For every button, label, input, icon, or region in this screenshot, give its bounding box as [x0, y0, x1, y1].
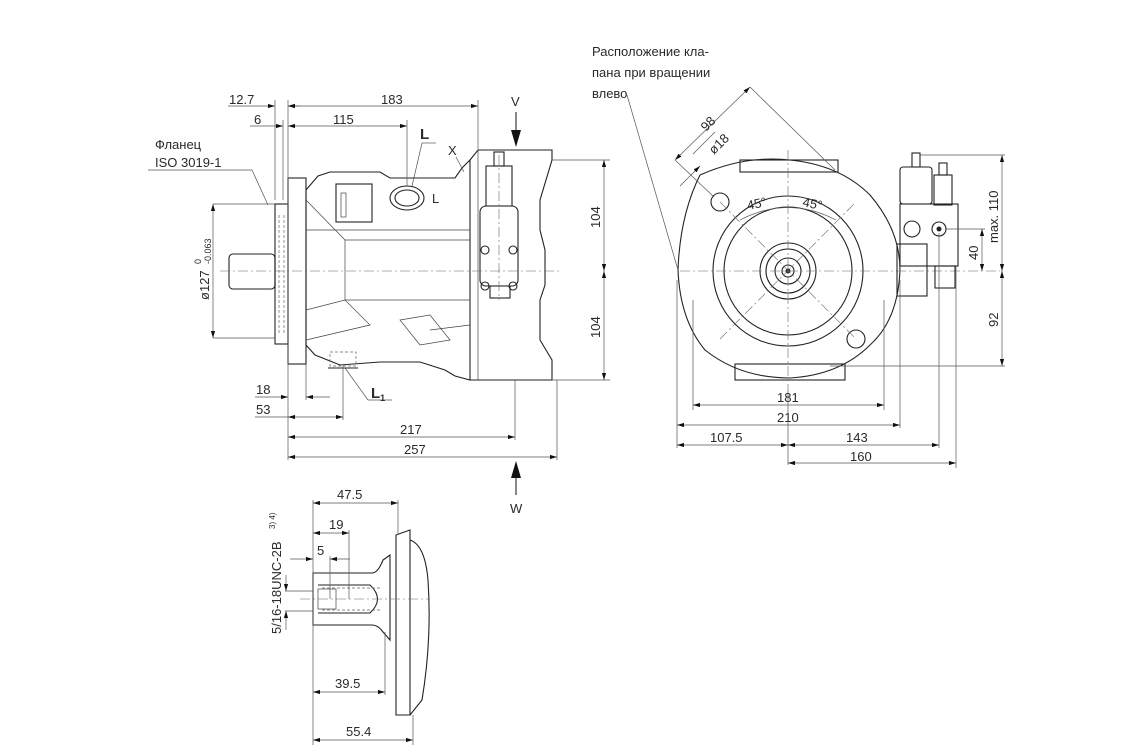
- dim-diameter-18: ø18: [706, 131, 732, 157]
- dim-5: 5: [317, 543, 324, 558]
- detail-view: 47.5 19 5 39.5 55.4 5/16-18UNC-2B 3) 4): [268, 487, 430, 745]
- dim-18: 18: [256, 382, 270, 397]
- svg-text:3) 4): 3) 4): [268, 512, 277, 529]
- dim-160: 160: [850, 449, 872, 464]
- dim-143: 143: [846, 430, 868, 445]
- dim-55-4: 55.4: [346, 724, 371, 739]
- mounting-hole-left: [710, 192, 730, 212]
- dim-115: 115: [333, 112, 354, 127]
- dim-12-7: 12.7: [229, 92, 254, 107]
- svg-text:-0.063: -0.063: [203, 238, 213, 264]
- dim-47-5: 47.5: [337, 487, 362, 502]
- valve-note-line2: пана при вращении: [592, 65, 710, 80]
- view-label-W: W: [510, 501, 523, 516]
- dim-39-5: 39.5: [335, 676, 360, 691]
- side-view-dimensions: [148, 100, 610, 460]
- svg-text:0: 0: [193, 259, 203, 264]
- valve-note-line1: Расположение кла-: [592, 44, 709, 59]
- view-label-V: V: [511, 94, 520, 109]
- valve-note-line3: влево: [592, 86, 627, 101]
- dim-92: 92: [986, 313, 1001, 327]
- dim-angle-left: 45°: [746, 194, 768, 213]
- pump-housing: [305, 149, 553, 381]
- name-plate: [335, 183, 373, 223]
- dim-6: 6: [254, 112, 261, 127]
- dim-217: 217: [400, 422, 422, 437]
- shaft: [228, 253, 276, 290]
- housing-outline: [677, 158, 901, 379]
- dim-angle-right: 45°: [801, 194, 823, 213]
- dim-257: 257: [404, 442, 426, 457]
- side-view: 12.7 183 6 115 Фланец ISO 3019-1 L L X V…: [148, 92, 610, 516]
- flange-label-line2: ISO 3019-1: [155, 155, 222, 170]
- port-label-L-small: L: [432, 191, 439, 206]
- port-label-X: X: [448, 143, 457, 158]
- front-view: 98 ø18 45° 45° max. 110 40 92 181 210 10…: [592, 44, 1005, 468]
- dim-19: 19: [329, 517, 343, 532]
- end-cover: [469, 149, 553, 381]
- thread-label: 5/16-18UNC-2B 3) 4): [268, 512, 284, 634]
- dim-diameter-127: ø127 0 -0.063: [193, 238, 213, 300]
- mounting-hole-right: [846, 329, 866, 349]
- port-label-L1: L1: [371, 385, 385, 403]
- dim-104-top: 104: [588, 206, 603, 228]
- svg-text:ø127: ø127: [197, 270, 212, 300]
- dim-53: 53: [256, 402, 270, 417]
- dim-104-bottom: 104: [588, 316, 603, 338]
- view-arrow-w: [511, 461, 521, 495]
- dim-183: 183: [381, 92, 403, 107]
- front-view-dimensions: [626, 86, 1005, 468]
- dim-40: 40: [966, 246, 981, 260]
- svg-text:5/16-18UNC-2B: 5/16-18UNC-2B: [269, 542, 284, 635]
- view-arrow-v: [511, 112, 521, 147]
- dim-98: 98: [698, 113, 719, 134]
- dim-181: 181: [777, 390, 799, 405]
- port-label-L: L: [420, 126, 429, 143]
- dim-107-5: 107.5: [710, 430, 743, 445]
- front-controller: [896, 152, 959, 297]
- flange-label-line1: Фланец: [155, 137, 202, 152]
- dim-210: 210: [777, 410, 799, 425]
- pressure-controller: [479, 151, 519, 300]
- dim-max-110: max. 110: [986, 190, 1001, 243]
